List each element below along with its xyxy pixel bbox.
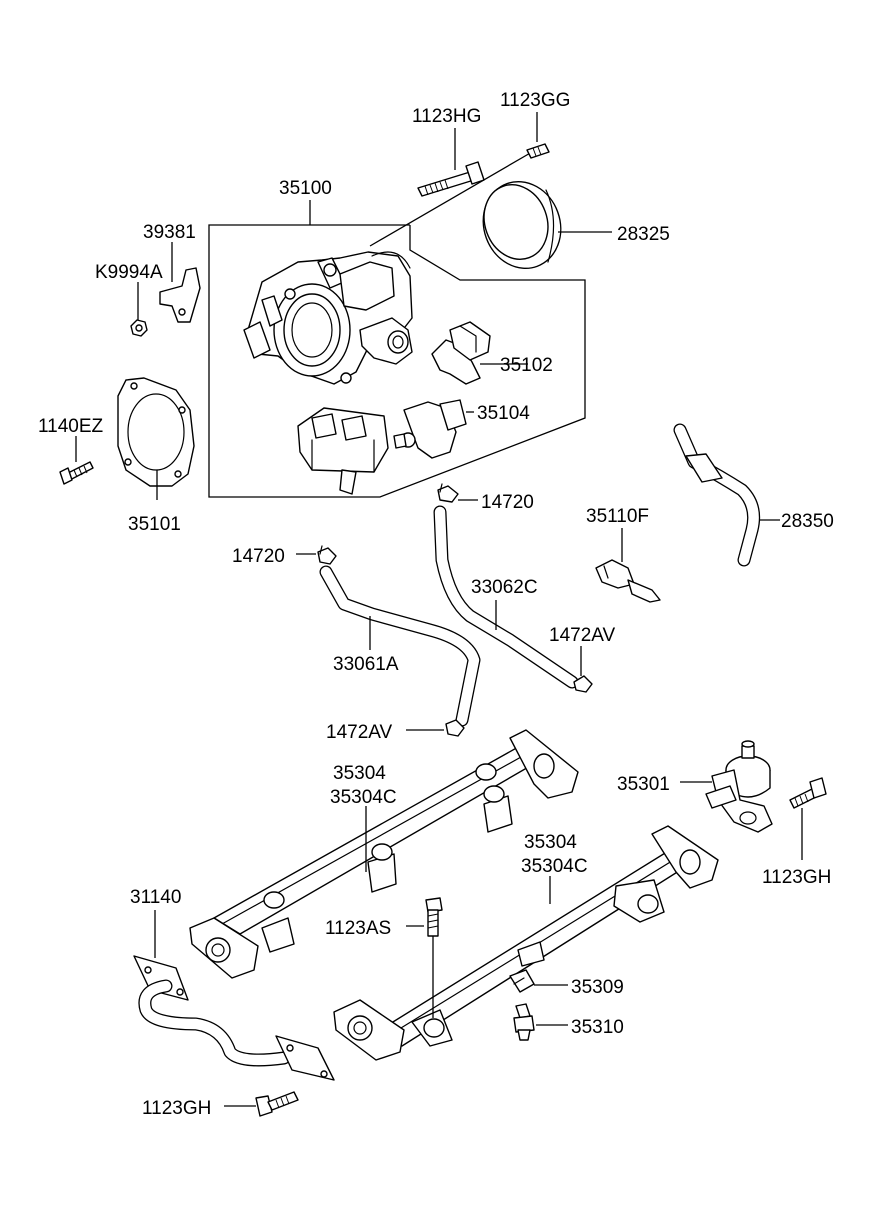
callout-35101: 35101	[128, 514, 181, 535]
callout-35304c-lower: 35304C	[521, 856, 588, 877]
callout-35304-lower: 35304	[524, 832, 577, 853]
callout-1123as: 1123AS	[325, 918, 391, 939]
callout-1123gh-right: 1123GH	[762, 867, 831, 888]
air-chamber	[297, 407, 389, 495]
callout-1472av-right: 1472AV	[549, 625, 616, 646]
callout-35100: 35100	[279, 178, 332, 199]
callout-1140ez: 1140EZ	[38, 416, 104, 437]
callout-28350: 28350	[781, 511, 834, 532]
callout-1123hg: 1123HG	[412, 106, 481, 127]
callout-35309: 35309	[571, 977, 624, 998]
hose-33062c	[433, 505, 579, 689]
gasket-35101	[117, 377, 195, 500]
callout-k9994a: K9994A	[95, 262, 163, 283]
throttle-body-bracket-box	[208, 200, 586, 498]
callout-33062c: 33062C	[471, 577, 538, 598]
fuel-rail-upper-35304	[189, 729, 579, 979]
callout-35304c-upper: 35304C	[330, 787, 397, 808]
callout-1123gg: 1123GG	[500, 90, 570, 111]
screw-1123gg	[369, 112, 550, 247]
fuel-pressure-regulator-35301	[680, 740, 773, 833]
bolt-1123as	[406, 897, 443, 1018]
throttle-position-sensor-35102	[431, 321, 528, 385]
gasket-ring-28325	[482, 180, 612, 270]
callout-1472av-left: 1472AV	[326, 722, 393, 743]
nut-k9994a	[130, 282, 148, 337]
sensor-clip-35110f	[595, 528, 661, 603]
clamp-14720-upper	[437, 483, 478, 503]
bracket-39381	[159, 242, 201, 323]
fuel-pipe-31140	[133, 910, 335, 1081]
callout-1123gh-bottom: 1123GH	[142, 1098, 211, 1119]
bolt-1123gh-right	[789, 777, 827, 860]
callout-35104: 35104	[477, 403, 530, 424]
clamp-14720-lower	[296, 545, 337, 565]
callout-39381: 39381	[143, 222, 196, 243]
bolt-1123hg	[417, 128, 485, 197]
idle-control-valve-35104	[393, 399, 474, 459]
clip-35309	[509, 969, 568, 993]
callout-35310: 35310	[571, 1017, 624, 1038]
bolt-1140ez	[59, 436, 94, 485]
fuel-rail-lower-35304	[333, 825, 719, 1061]
bolt-1123gh-bottom	[224, 1091, 299, 1117]
callout-33061a: 33061A	[333, 654, 399, 675]
callout-35301: 35301	[617, 774, 670, 795]
throttle-body-35100	[243, 251, 413, 385]
callout-28325: 28325	[617, 224, 670, 245]
callout-35304-upper: 35304	[333, 763, 386, 784]
clamp-1472av-left	[406, 719, 465, 737]
hose-28350	[673, 423, 780, 567]
callout-14720-upper: 14720	[481, 492, 534, 513]
callout-35110f: 35110F	[586, 506, 649, 527]
clamp-1472av-right	[573, 646, 593, 693]
callout-35102: 35102	[500, 355, 553, 376]
callout-31140: 31140	[130, 887, 181, 908]
hose-33061a	[319, 565, 481, 727]
injector-35310	[513, 1003, 568, 1041]
callout-14720-lower: 14720	[232, 546, 285, 567]
